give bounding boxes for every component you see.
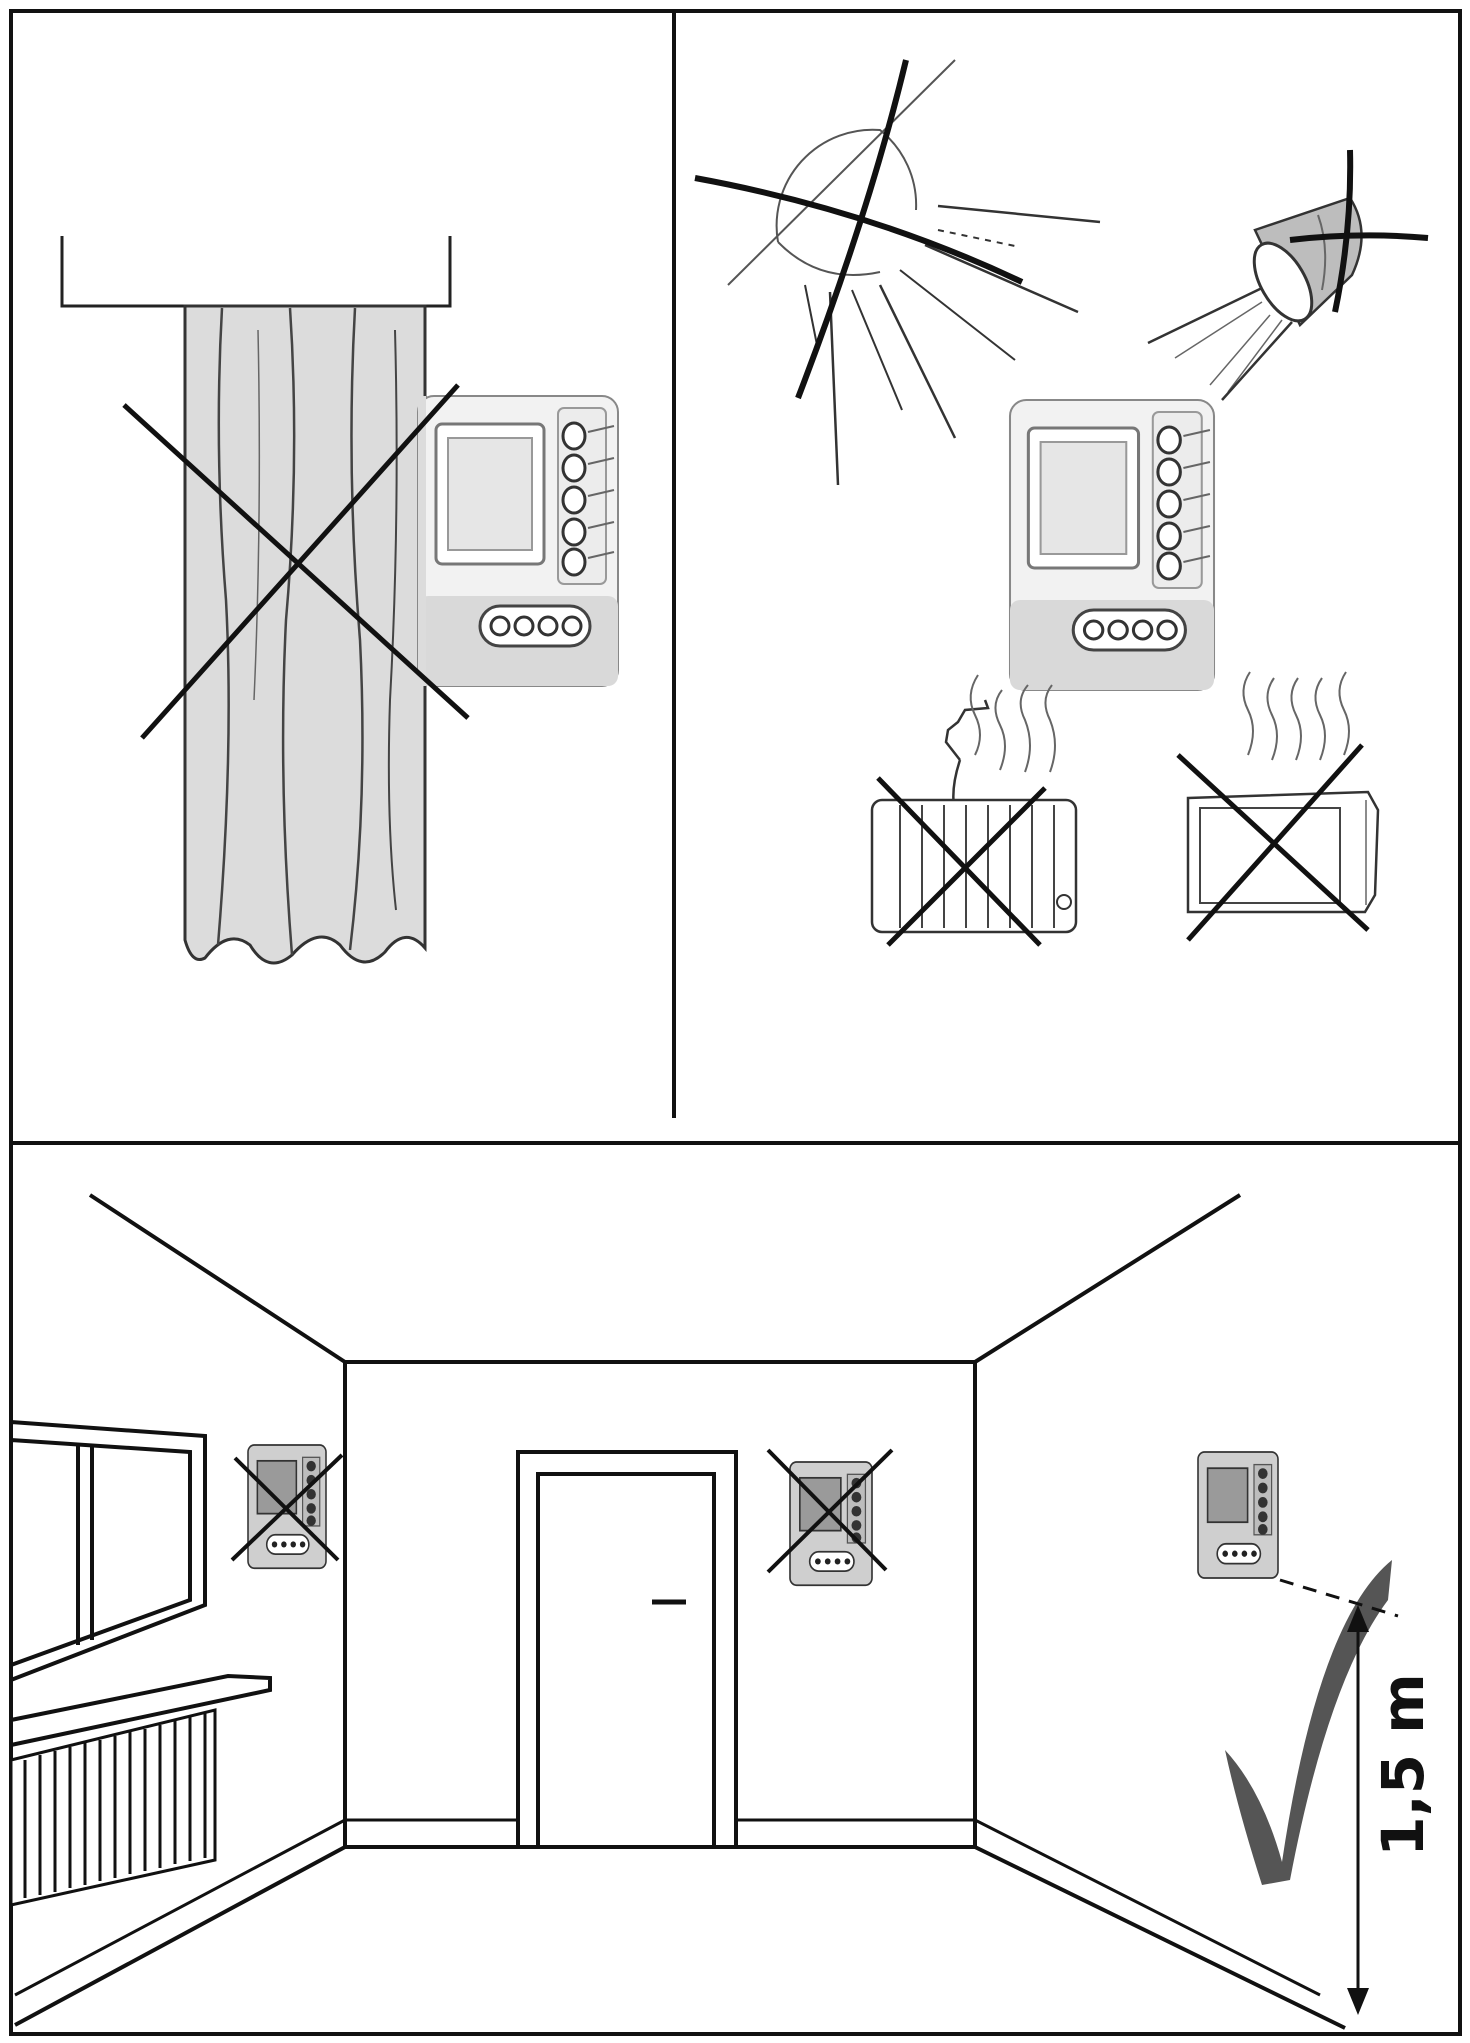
heat-sources-panel: [694, 59, 1429, 947]
thermostat-correct-position: [1197, 1451, 1279, 1579]
room-outline: [14, 1193, 1346, 2030]
door-icon: [516, 1450, 738, 1849]
spotlight-icon: [1147, 196, 1363, 401]
room-panel: 1,5 m: [9, 1193, 1437, 2030]
baseboard: [14, 1818, 1321, 1997]
cross-mark-icon: [766, 1448, 894, 1574]
curtain-panel: [60, 236, 620, 965]
curtain-rod: [60, 236, 452, 308]
cross-mark-icon: [1176, 743, 1370, 942]
radiator-icon: [9, 1708, 217, 1907]
cross-mark-icon: [122, 383, 470, 740]
thermostat-correct-area: [1008, 398, 1216, 692]
sun-icon: [727, 59, 1101, 486]
check-mark-icon: [1225, 1560, 1392, 1885]
cross-mark-icon: [1289, 149, 1429, 313]
height-label: 1,5 m: [1369, 1673, 1437, 1856]
cross-mark-icon: [230, 1453, 344, 1562]
curtain: [183, 304, 427, 965]
window-icon: [9, 1419, 272, 1748]
height-dimension: [1279, 1578, 1399, 2015]
diagram-frame: [9, 9, 1462, 2036]
cross-mark-icon: [876, 776, 1047, 947]
cross-mark-icon: [694, 59, 1024, 400]
radiator-icon: [870, 674, 1078, 934]
thermostat-behind-curtain: [416, 394, 620, 688]
